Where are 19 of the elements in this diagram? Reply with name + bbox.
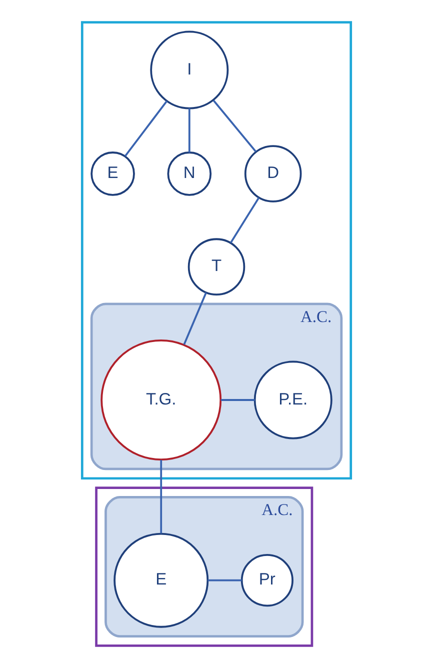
node-circle: N: [166, 152, 212, 196]
connector: [188, 108, 190, 152]
cluster: [80, 21, 352, 480]
node-circle: T.G.: [100, 340, 222, 460]
connector: [207, 579, 242, 582]
connector: [160, 460, 162, 534]
node-circle: E: [90, 152, 134, 196]
connector: [229, 197, 260, 244]
connector: [212, 100, 256, 152]
node-circle: I: [150, 30, 228, 110]
node-circle: P.E.: [253, 360, 332, 440]
node-circle: T: [187, 238, 245, 296]
connector: [124, 100, 168, 157]
node-circle: E: [113, 532, 208, 628]
cluster: [94, 486, 313, 647]
node-circle: Pr: [240, 554, 293, 607]
connector: [182, 292, 206, 345]
node-circle: D: [244, 145, 302, 202]
connector: [220, 399, 254, 401]
